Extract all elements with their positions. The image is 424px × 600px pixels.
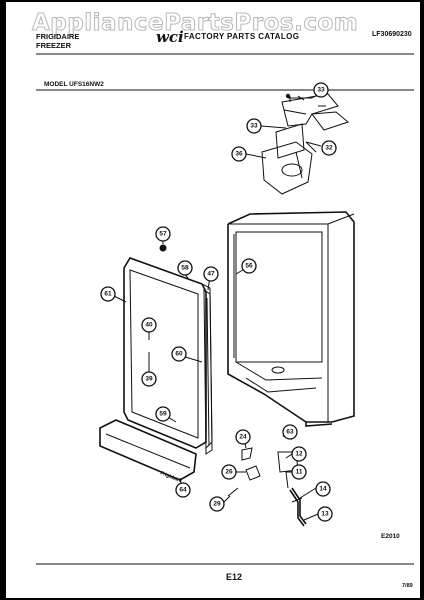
callout-12: 12 <box>291 446 307 462</box>
callout-label: 58 <box>181 265 189 272</box>
callout-label: 56 <box>245 263 253 270</box>
callout-label: 36 <box>235 151 243 158</box>
kickplate: Frigidaire <box>99 419 197 484</box>
callout-14: 14 <box>315 481 331 497</box>
callout-39: 39 <box>141 371 157 387</box>
callout-label: 26 <box>225 469 233 476</box>
hinge-pin-parts <box>227 447 261 497</box>
parts-diagram-sheet: AppliancePartsPros.com FRIGIDAIRE FREEZE… <box>6 2 420 598</box>
catalog-title: FACTORY PARTS CATALOG <box>184 32 300 41</box>
catalog-number: LF30690230 <box>372 31 412 38</box>
callout-47: 47 <box>203 266 219 282</box>
callout-label: 33 <box>250 123 258 130</box>
callout-63: 63 <box>282 424 298 440</box>
callout-59: 59 <box>155 406 171 422</box>
callout-label: 47 <box>207 271 215 278</box>
callout-61: 61 <box>100 286 116 302</box>
callout-label: 59 <box>159 411 167 418</box>
callout-64: 64 <box>175 482 191 498</box>
callout-label: 32 <box>325 145 333 152</box>
callout-58: 58 <box>177 260 193 276</box>
model-label: MODEL UFS16NW2 <box>44 81 104 88</box>
door <box>123 257 213 455</box>
drain-assembly <box>277 451 307 527</box>
brand-block: FRIGIDAIRE FREEZER <box>36 32 79 50</box>
callout-57: 57 <box>155 226 171 242</box>
callout-label: 60 <box>175 351 183 358</box>
callout-label: 64 <box>179 487 187 494</box>
callout-40: 40 <box>141 317 157 333</box>
callout-56: 56 <box>241 258 257 274</box>
callout-label: 11 <box>296 469 303 476</box>
page-number: E12 <box>226 572 243 582</box>
callout-13: 13 <box>317 506 333 522</box>
callout-label: 39 <box>145 376 153 383</box>
callout-33: 33 <box>246 118 262 134</box>
callout-label: 13 <box>321 511 329 518</box>
shelf-stud <box>159 244 167 252</box>
callout-label: 61 <box>104 291 112 298</box>
callout-29: 29 <box>209 496 225 512</box>
top-hinge-assembly <box>261 93 350 195</box>
watermark: AppliancePartsPros.com <box>31 10 359 37</box>
callout-36: 36 <box>231 146 247 162</box>
revision-date: 7/89 <box>402 583 413 589</box>
product-type: FREEZER <box>36 41 72 50</box>
wci-logo: wci <box>156 28 184 46</box>
callout-label: 12 <box>295 451 303 458</box>
callout-33-top: 33 <box>313 82 329 98</box>
callout-label: 24 <box>239 434 247 441</box>
hinge-screw <box>285 93 291 99</box>
callout-label: 29 <box>213 501 221 508</box>
callout-label: 40 <box>145 322 153 329</box>
callout-11: 11 <box>291 464 307 480</box>
callout-26: 26 <box>221 464 237 480</box>
callout-label: 63 <box>286 429 294 436</box>
callout-label: 57 <box>159 231 167 238</box>
callout-label: 14 <box>319 486 327 493</box>
callout-24: 24 <box>235 429 251 445</box>
callout-60: 60 <box>171 346 187 362</box>
cabinet <box>227 211 355 427</box>
svg-text:Frigidaire: Frigidaire <box>159 470 183 484</box>
callout-32: 32 <box>321 140 337 156</box>
illustration-code: E2010 <box>381 533 400 540</box>
diagram-drawing: Frigidaire <box>36 53 414 565</box>
brand-name: FRIGIDAIRE <box>36 32 80 41</box>
callout-label: 33 <box>317 87 325 94</box>
